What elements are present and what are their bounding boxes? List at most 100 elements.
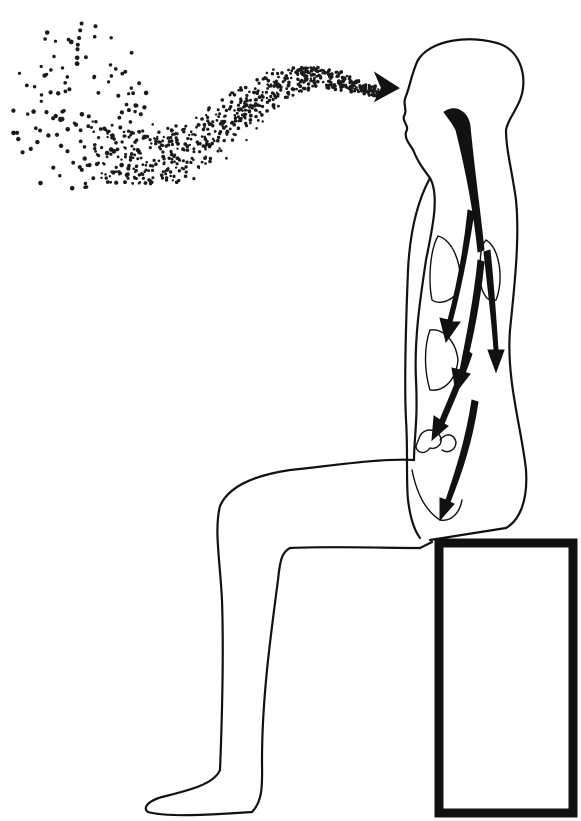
particle-dot [213, 140, 216, 143]
particle-dot [164, 170, 167, 173]
particle-dot [244, 109, 247, 112]
particle-dot [118, 116, 122, 120]
particle-dot [119, 172, 122, 175]
particle-dot [178, 169, 181, 172]
particle-dot [316, 75, 319, 78]
particle-dot [189, 144, 191, 146]
particle-dot [66, 149, 70, 153]
particle-dot [93, 35, 97, 39]
particle-dot [233, 109, 236, 112]
particle-dot [125, 103, 129, 107]
particle-dot [200, 117, 204, 121]
particle-dot [322, 81, 325, 84]
particle-dot [193, 133, 196, 136]
particle-dot [248, 91, 251, 94]
particle-dot [285, 87, 288, 90]
particle-dot [185, 144, 189, 148]
particle-dot [192, 159, 195, 162]
particle-dot [244, 117, 247, 120]
particle-dot [290, 69, 293, 72]
particle-dot [63, 81, 67, 85]
particle-dot [298, 84, 302, 88]
particle-dot [109, 175, 111, 177]
particle-dot [274, 81, 277, 84]
particle-dot [222, 122, 225, 125]
particle-dot [52, 55, 55, 58]
particle-dot [176, 162, 179, 165]
particle-dot [237, 104, 240, 107]
particle-dot [197, 123, 201, 127]
internal-flow-arrows [432, 109, 504, 520]
particle-dot [208, 160, 212, 164]
particle-dot [45, 30, 50, 35]
particle-dot [262, 91, 264, 93]
particle-dot [76, 43, 80, 47]
particle-dot [29, 147, 33, 151]
descending-flow-arrow-icon [444, 109, 484, 252]
particle-dot [206, 119, 209, 122]
particle-dot [38, 129, 42, 133]
particle-dot [368, 89, 371, 92]
particle-dot [104, 173, 107, 176]
particle-dot [146, 135, 150, 139]
particle-dot [334, 88, 338, 92]
particle-dot [311, 85, 314, 88]
particle-dot [107, 80, 110, 83]
particle-dot [114, 181, 118, 185]
particle-dot [175, 166, 177, 168]
particle-dot [249, 99, 252, 102]
particle-dot [273, 107, 276, 110]
head-and-back-outline [418, 39, 526, 540]
particle-dot [142, 177, 145, 180]
particle-dot [239, 86, 242, 89]
particle-dot [300, 79, 303, 82]
particle-dot [229, 127, 232, 130]
particle-dot [132, 168, 135, 171]
particle-dot [184, 165, 187, 168]
particle-dot [262, 120, 264, 122]
particle-dot [67, 87, 71, 91]
particle-dot [84, 182, 87, 185]
particle-dot [192, 150, 195, 153]
particle-dot [358, 84, 361, 87]
particle-dot [123, 131, 126, 134]
particle-dot [327, 73, 330, 76]
particle-dot [254, 87, 257, 90]
particle-dot [184, 175, 188, 179]
particle-dot [94, 120, 97, 123]
particle-dot [346, 86, 349, 89]
particle-cloud [11, 22, 383, 191]
particle-dot [340, 89, 343, 92]
particle-dot [127, 130, 130, 133]
particle-dot [334, 85, 337, 88]
particle-dot [189, 161, 192, 164]
particle-dot [34, 126, 38, 130]
particle-dot [320, 69, 323, 72]
particle-dot [261, 99, 264, 102]
particle-dot [350, 79, 353, 82]
particle-dot [157, 131, 160, 134]
particle-dot [139, 112, 143, 116]
particle-dot [166, 127, 169, 130]
particle-dot [185, 170, 188, 173]
particle-dot [93, 147, 96, 150]
particle-dot [109, 63, 112, 66]
particle-dot [128, 136, 131, 139]
particle-dot [100, 177, 102, 179]
flow-arrow-lower-icon [432, 350, 472, 440]
particle-dot [78, 28, 82, 32]
particle-dot [243, 105, 246, 108]
particle-dot [190, 138, 193, 141]
particle-dot [141, 129, 144, 132]
particle-dot [38, 181, 43, 186]
particle-dot [115, 170, 118, 173]
particle-dot [236, 112, 239, 115]
particle-dot [127, 108, 131, 112]
particle-dot [230, 91, 233, 94]
particle-dot [60, 110, 64, 114]
particle-dot [327, 80, 330, 83]
particle-dot [109, 153, 112, 156]
flow-arrow-right-icon [484, 250, 504, 372]
particle-dot [138, 173, 141, 176]
